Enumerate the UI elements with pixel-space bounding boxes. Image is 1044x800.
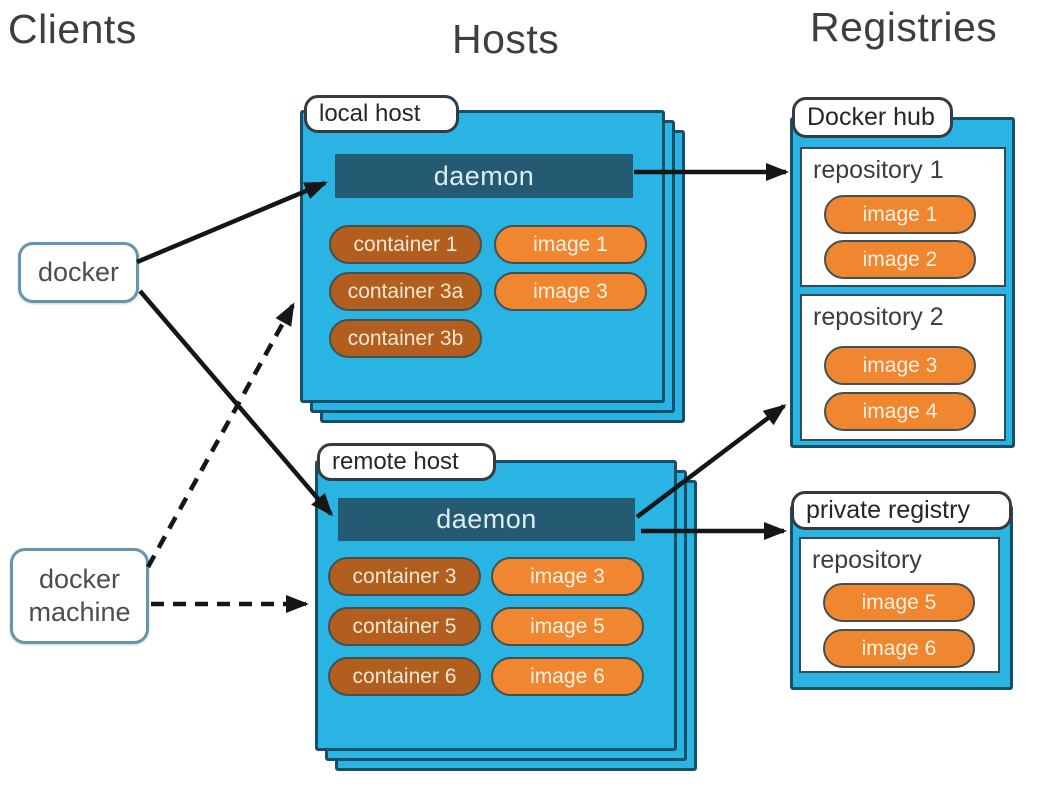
container-pill: container 1 (329, 225, 482, 264)
local-host-daemon: daemon (335, 154, 633, 198)
container-pill: container 3b (329, 319, 482, 358)
image-pill: image 3 (491, 557, 644, 596)
container-pill: container 3 (328, 557, 481, 596)
image-pill: image 1 (824, 195, 976, 234)
image-pill: image 3 (494, 272, 647, 311)
image-pill: image 6 (823, 629, 975, 668)
column-header-clients: Clients (8, 6, 137, 52)
column-header-hosts: Hosts (452, 16, 560, 62)
image-pill: image 1 (494, 225, 647, 264)
image-pill: image 6 (491, 657, 644, 696)
arrow-docker-machine-to-local-host-dashed (146, 302, 295, 569)
container-pill: container 5 (328, 607, 481, 646)
container-pill: container 3a (329, 272, 482, 311)
column-header-registries: Registries (810, 4, 998, 50)
repository-title: repository (812, 546, 922, 574)
client-node-docker-machine: docker machine (10, 548, 149, 644)
repository-title: repository 1 (813, 156, 944, 184)
image-pill: image 4 (824, 392, 976, 431)
local-host-label: local host (304, 95, 459, 133)
client-docker-label: docker (37, 257, 120, 288)
remote-host-daemon: daemon (338, 498, 635, 541)
repository-title: repository 2 (813, 303, 944, 331)
repository-box: repository image 5 image 6 (799, 537, 1000, 673)
client-docker-machine-label: docker machine (28, 564, 131, 627)
image-pill: image 3 (824, 346, 976, 385)
image-pill: image 2 (824, 240, 976, 279)
private-registry-label: private registry (791, 491, 1012, 530)
image-pill: image 5 (491, 607, 644, 646)
container-pill: container 6 (328, 657, 481, 696)
docker-hub-label: Docker hub (792, 97, 953, 138)
arrow-docker-to-local-daemon (136, 180, 328, 265)
client-node-docker: docker (18, 242, 139, 303)
repository-box: repository 1 image 1 image 2 (800, 147, 1006, 287)
repository-box: repository 2 image 3 image 4 (800, 294, 1006, 441)
remote-host-label: remote host (317, 443, 496, 481)
image-pill: image 5 (823, 583, 975, 622)
